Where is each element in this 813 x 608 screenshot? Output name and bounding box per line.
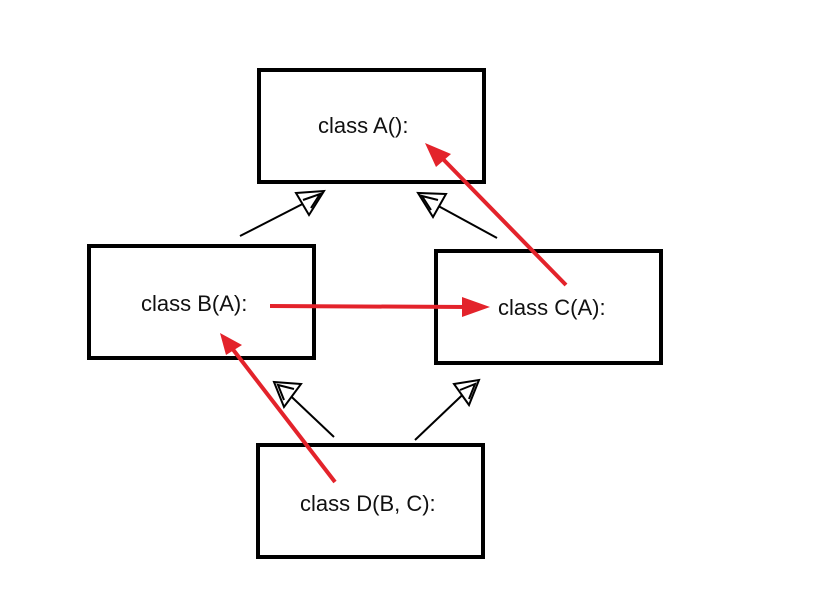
inheritance-arrow-c-to-a [416,191,498,239]
inheritance-arrow-d-to-b [272,380,335,438]
class-a-box [257,68,486,184]
class-b-label: class B(A): [141,291,248,316]
class-b-box [87,244,316,360]
class-d-label: class D(B, C): [300,491,436,516]
class-a-label: class A(): [318,113,409,138]
class-c-label: class C(A): [498,295,606,320]
inheritance-arrow-d-to-c [414,378,481,441]
inheritance-arrow-b-to-a [239,189,326,237]
